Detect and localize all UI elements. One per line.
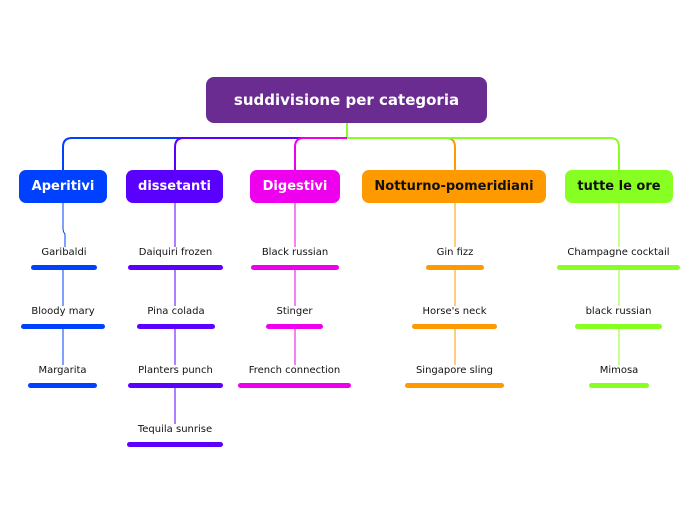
leaf-label: Champagne cocktail bbox=[567, 247, 670, 258]
leaf-underline bbox=[127, 442, 223, 447]
leaf-node[interactable]: Stinger bbox=[266, 305, 323, 329]
connector-notturno bbox=[347, 137, 456, 170]
leaf-node[interactable]: Planters punch bbox=[128, 364, 223, 388]
leaf-node[interactable]: French connection bbox=[238, 364, 351, 388]
leaf-label: Horse's neck bbox=[422, 306, 487, 317]
leaf-node[interactable]: Horse's neck bbox=[412, 305, 497, 329]
category-label: tutte le ore bbox=[577, 179, 661, 194]
leaf-label: Garibaldi bbox=[41, 247, 87, 258]
leaf-label: Tequila sunrise bbox=[137, 424, 213, 435]
category-notturno-pomeridiani[interactable]: Notturno-pomeridiani bbox=[362, 170, 546, 203]
category-dissetanti[interactable]: dissetanti bbox=[126, 170, 223, 203]
leaf-underline bbox=[128, 265, 223, 270]
category-label: Digestivi bbox=[262, 179, 328, 194]
leaf-label: Pina colada bbox=[147, 306, 205, 317]
category-label: Notturno-pomeridiani bbox=[374, 179, 534, 194]
leaf-label: black russian bbox=[585, 306, 652, 317]
leaf-node[interactable]: Champagne cocktail bbox=[557, 246, 680, 270]
leaf-label: Margarita bbox=[38, 365, 87, 376]
category-tutte-le-ore[interactable]: tutte le ore bbox=[565, 170, 673, 203]
leaf-underline bbox=[589, 383, 649, 388]
leaf-underline bbox=[21, 324, 105, 329]
leaf-underline bbox=[137, 324, 215, 329]
leaf-label: Stinger bbox=[276, 306, 313, 317]
connector-tutte-le-ore bbox=[347, 137, 620, 170]
leaf-label: Bloody mary bbox=[31, 306, 95, 317]
leaf-underline bbox=[405, 383, 504, 388]
leaf-underline bbox=[238, 383, 351, 388]
leaf-node[interactable]: Daiquiri frozen bbox=[128, 246, 223, 270]
leaf-label: Daiquiri frozen bbox=[138, 247, 213, 258]
category-digestivi[interactable]: Digestivi bbox=[250, 170, 340, 203]
leaf-label: Black russian bbox=[261, 247, 329, 258]
leaf-node[interactable]: black russian bbox=[575, 305, 662, 329]
leaf-label: Mimosa bbox=[599, 365, 639, 376]
leaf-node[interactable]: Pina colada bbox=[137, 305, 215, 329]
connector-digestivi bbox=[294, 137, 347, 170]
leaf-node[interactable]: Singapore sling bbox=[405, 364, 504, 388]
leaf-underline bbox=[426, 265, 484, 270]
leaf-node[interactable]: Mimosa bbox=[589, 364, 649, 388]
category-label: dissetanti bbox=[138, 179, 211, 194]
leaf-underline bbox=[251, 265, 339, 270]
leaf-node[interactable]: Bloody mary bbox=[21, 305, 105, 329]
category-label: Aperitivi bbox=[31, 179, 95, 194]
leaf-underline bbox=[28, 383, 97, 388]
root-label: suddivisione per categoria bbox=[233, 91, 460, 109]
connector-dissetanti bbox=[174, 137, 347, 170]
connector-aperitivi bbox=[62, 137, 347, 170]
connector-leaf bbox=[62, 203, 66, 247]
leaf-label: Singapore sling bbox=[415, 365, 494, 376]
leaf-node[interactable]: Gin fizz bbox=[426, 246, 484, 270]
leaf-node[interactable]: Garibaldi bbox=[31, 246, 97, 270]
leaf-node[interactable]: Margarita bbox=[28, 364, 97, 388]
leaf-underline bbox=[128, 383, 223, 388]
leaf-underline bbox=[412, 324, 497, 329]
leaf-underline bbox=[266, 324, 323, 329]
leaf-underline bbox=[557, 265, 680, 270]
leaf-label: French connection bbox=[248, 365, 341, 376]
leaf-label: Planters punch bbox=[138, 365, 213, 376]
leaf-underline bbox=[575, 324, 662, 329]
leaf-underline bbox=[31, 265, 97, 270]
leaf-node[interactable]: Black russian bbox=[251, 246, 339, 270]
root-node[interactable]: suddivisione per categoria bbox=[206, 77, 487, 123]
leaf-label: Gin fizz bbox=[436, 247, 474, 258]
category-aperitivi[interactable]: Aperitivi bbox=[19, 170, 107, 203]
leaf-node[interactable]: Tequila sunrise bbox=[127, 423, 223, 447]
